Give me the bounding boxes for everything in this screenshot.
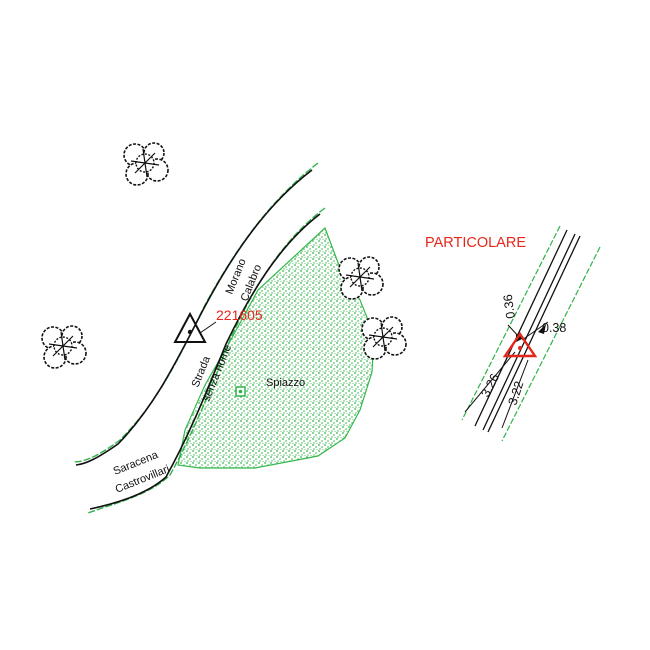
dim-line-038 [521, 321, 549, 341]
detail-line-3 [487, 235, 581, 433]
detail-edge-left [461, 225, 561, 421]
dim-text-036: 0.36 [501, 293, 518, 319]
detail-triangle-icon [502, 331, 538, 358]
tree-symbol-icon [123, 142, 169, 186]
vegetation-area [177, 226, 375, 469]
road-line-outer [75, 169, 313, 466]
dim-text-038: 0.38 [542, 321, 566, 335]
detail-line-1 [474, 229, 568, 427]
survey-point-id: 221605 [216, 307, 263, 323]
dim-text-322: 3.22 [506, 379, 527, 407]
point-square-icon [235, 386, 246, 397]
dim-arrow [538, 324, 546, 334]
road-line-inner [89, 213, 321, 510]
tree-symbol-icon [41, 325, 87, 369]
dim-line-326 [464, 351, 516, 413]
tree-symbol-icon [361, 316, 407, 360]
dim-line-322 [501, 359, 529, 429]
clearing-label: Spiazzo [266, 377, 305, 389]
tree-symbol-icon [338, 256, 384, 300]
detail-edge-right [501, 246, 601, 442]
detail-line-2 [482, 233, 576, 431]
survey-triangle-icon [173, 311, 217, 343]
detail-title: PARTICOLARE [425, 235, 526, 251]
